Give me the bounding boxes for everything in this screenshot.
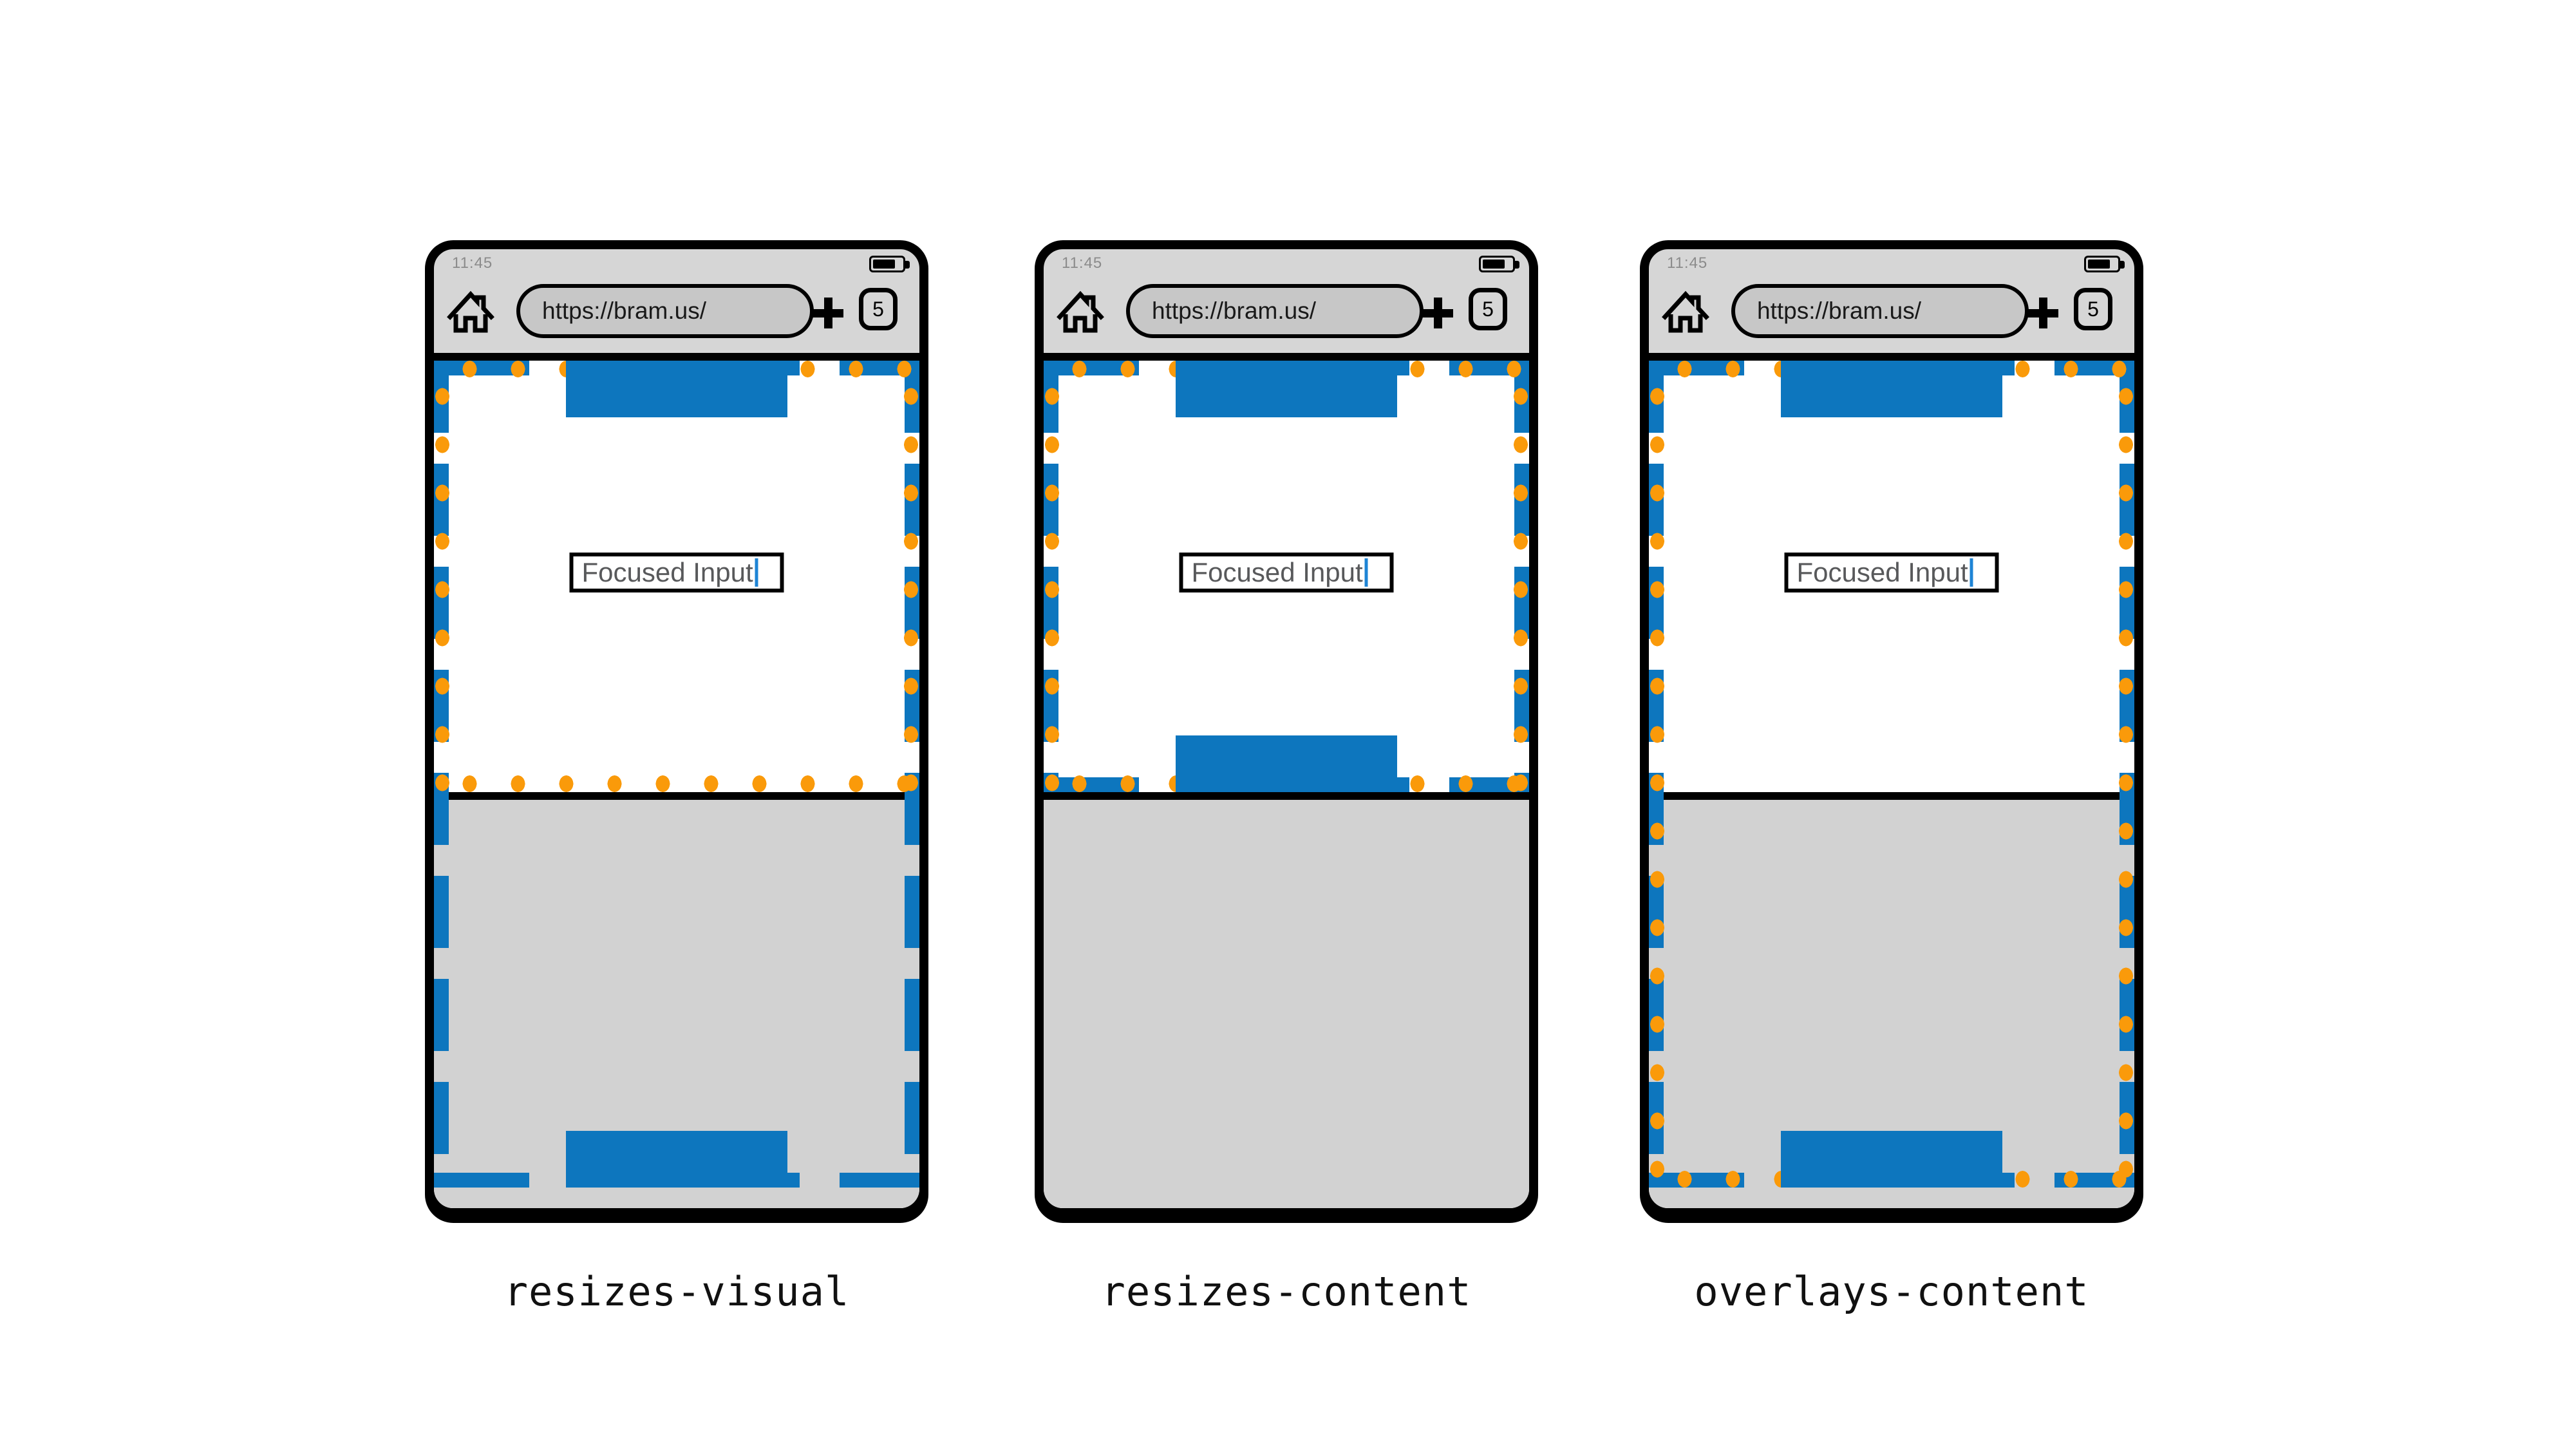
plus-icon[interactable]	[2027, 298, 2058, 328]
url-bar[interactable]: https://bram.us/	[1126, 284, 1424, 338]
status-time: 11:45	[452, 254, 493, 272]
battery-icon	[1479, 256, 1519, 272]
plus-icon[interactable]	[1422, 298, 1453, 328]
phone-frame: 11:45 https://bram.us/ 5	[1035, 240, 1538, 1217]
tab-count-label: 5	[872, 297, 884, 321]
input-value: Focused Input	[1191, 557, 1363, 587]
status-time: 11:45	[1062, 254, 1103, 272]
tab-counter[interactable]: 5	[1469, 288, 1507, 330]
url-bar[interactable]: https://bram.us/	[1731, 284, 2029, 338]
url-text: https://bram.us/	[542, 298, 706, 324]
chrome-divider	[434, 353, 919, 361]
focused-input[interactable]: Focused Input	[1179, 553, 1394, 592]
text-caret-icon	[1364, 558, 1368, 587]
input-value: Focused Input	[581, 557, 753, 587]
phone-frame: 11:45 https://bram.us/ 5	[1640, 240, 2143, 1217]
home-icon[interactable]	[447, 289, 494, 336]
fixed-header-bar	[1176, 361, 1397, 417]
tab-counter[interactable]: 5	[859, 288, 898, 330]
input-value: Focused Input	[1796, 557, 1968, 587]
focused-input[interactable]: Focused Input	[1784, 553, 1999, 592]
tab-count-label: 5	[2087, 297, 2099, 321]
virtual-keyboard	[1044, 792, 1529, 1208]
battery-icon	[2084, 256, 2125, 272]
battery-icon	[869, 256, 910, 272]
url-text: https://bram.us/	[1152, 298, 1316, 324]
phone-frame: 11:45 https://bram.us/ 5	[425, 240, 928, 1217]
home-icon[interactable]	[1057, 289, 1104, 336]
text-caret-icon	[1970, 558, 1973, 587]
chrome-divider	[1649, 353, 2134, 361]
focused-input[interactable]: Focused Input	[569, 553, 784, 592]
plus-icon[interactable]	[813, 298, 843, 328]
url-text: https://bram.us/	[1757, 298, 1921, 324]
fixed-header-bar	[566, 361, 787, 417]
text-caret-icon	[755, 558, 758, 587]
status-time: 11:45	[1667, 254, 1708, 272]
page-viewport: Focused Input	[1649, 361, 2134, 1208]
tab-counter[interactable]: 5	[2074, 288, 2112, 330]
caption-label: resizes-visual	[503, 1268, 850, 1315]
home-icon[interactable]	[1662, 289, 1709, 336]
fixed-footer-bar	[566, 1131, 787, 1188]
page-viewport: Focused Input	[434, 361, 919, 1208]
fixed-footer-bar	[1781, 1131, 2002, 1188]
chrome-divider	[1044, 353, 1529, 361]
url-bar[interactable]: https://bram.us/	[516, 284, 814, 338]
tab-count-label: 5	[1482, 297, 1494, 321]
caption-label: overlays-content	[1694, 1268, 2089, 1315]
caption-label: resizes-content	[1101, 1268, 1472, 1315]
page-viewport: Focused Input	[1044, 361, 1529, 1208]
fixed-footer-bar	[1176, 735, 1397, 792]
fixed-header-bar	[1781, 361, 2002, 417]
